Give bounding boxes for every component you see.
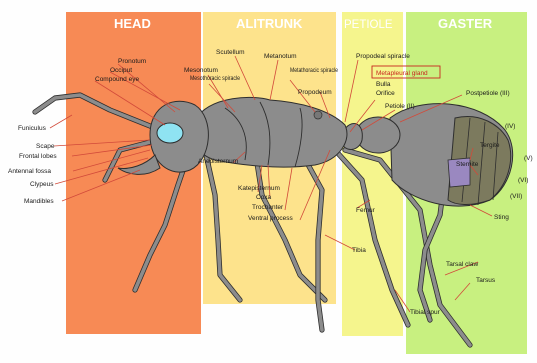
label-tibia: Tibia bbox=[352, 247, 366, 254]
label-tarsal-claw: Tarsal claw bbox=[446, 261, 478, 268]
compound-eye-shape bbox=[157, 123, 183, 143]
label-mandibles: Mandibles bbox=[24, 198, 54, 205]
label-metanotum: Metanotum bbox=[264, 53, 297, 60]
label-tibial-spur: Tibial spur bbox=[410, 309, 441, 316]
label-tarsus: Tarsus bbox=[476, 277, 496, 284]
label-clypeus: Clypeus bbox=[30, 181, 54, 188]
gaster-title: GASTER bbox=[438, 16, 493, 31]
label-seg-v: (V) bbox=[524, 155, 533, 162]
label-tergite: Tergite bbox=[480, 142, 500, 149]
label-frontal-lobes: Frontal lobes bbox=[19, 153, 57, 160]
label-trochanter: Trochanter bbox=[252, 204, 284, 211]
label-postpetiole-iii: Postpetiole (III) bbox=[466, 90, 510, 97]
label-bulla: Bulla bbox=[376, 81, 391, 88]
label-seg-vii: (VII) bbox=[510, 193, 522, 200]
label-propodeum: Propodeum bbox=[298, 89, 332, 96]
petiole-title: PETIOLE bbox=[344, 19, 393, 31]
alitrunk-title: ALITRUNK bbox=[236, 16, 303, 31]
label-mesonotum: Mesonotum bbox=[184, 67, 218, 74]
label-seg-vi: (VI) bbox=[518, 177, 528, 184]
label-petiole-ii: Petiole (II) bbox=[385, 103, 415, 110]
label-mesothoracic-spiracle: Mesothoracic spiracle bbox=[190, 75, 240, 82]
label-ventral-process: Ventral process bbox=[248, 215, 294, 222]
label-compound-eye: Compound eye bbox=[95, 76, 139, 83]
label-anepisternum: Anepisternum bbox=[198, 158, 238, 165]
label-funiculus: Funiculus bbox=[18, 125, 47, 132]
label-orifice: Orifice bbox=[376, 90, 395, 97]
label-occiput: Occiput bbox=[110, 67, 132, 74]
label-sting: Sting bbox=[494, 214, 509, 221]
label-femur: Femur bbox=[356, 207, 376, 214]
label-sternite: Sternite bbox=[456, 161, 479, 168]
label-pronotum: Pronotum bbox=[118, 58, 146, 65]
label-metapleural-gland: Metapleural gland bbox=[376, 70, 428, 77]
label-propodeal-spiracle: Propodeal spiracle bbox=[356, 53, 410, 60]
label-coxa: Coxa bbox=[256, 194, 272, 201]
head-title: HEAD bbox=[114, 16, 151, 31]
label-metathoracic-spiracle: Metathoracic spiracle bbox=[290, 67, 338, 74]
label-scutellum: Scutellum bbox=[216, 49, 245, 56]
label-scape: Scape bbox=[36, 143, 55, 150]
label-antennal-fossa: Antennal fossa bbox=[8, 168, 51, 175]
label-katepisternum: Katepisternum bbox=[238, 185, 280, 192]
label-seg-iv: (IV) bbox=[505, 123, 515, 130]
